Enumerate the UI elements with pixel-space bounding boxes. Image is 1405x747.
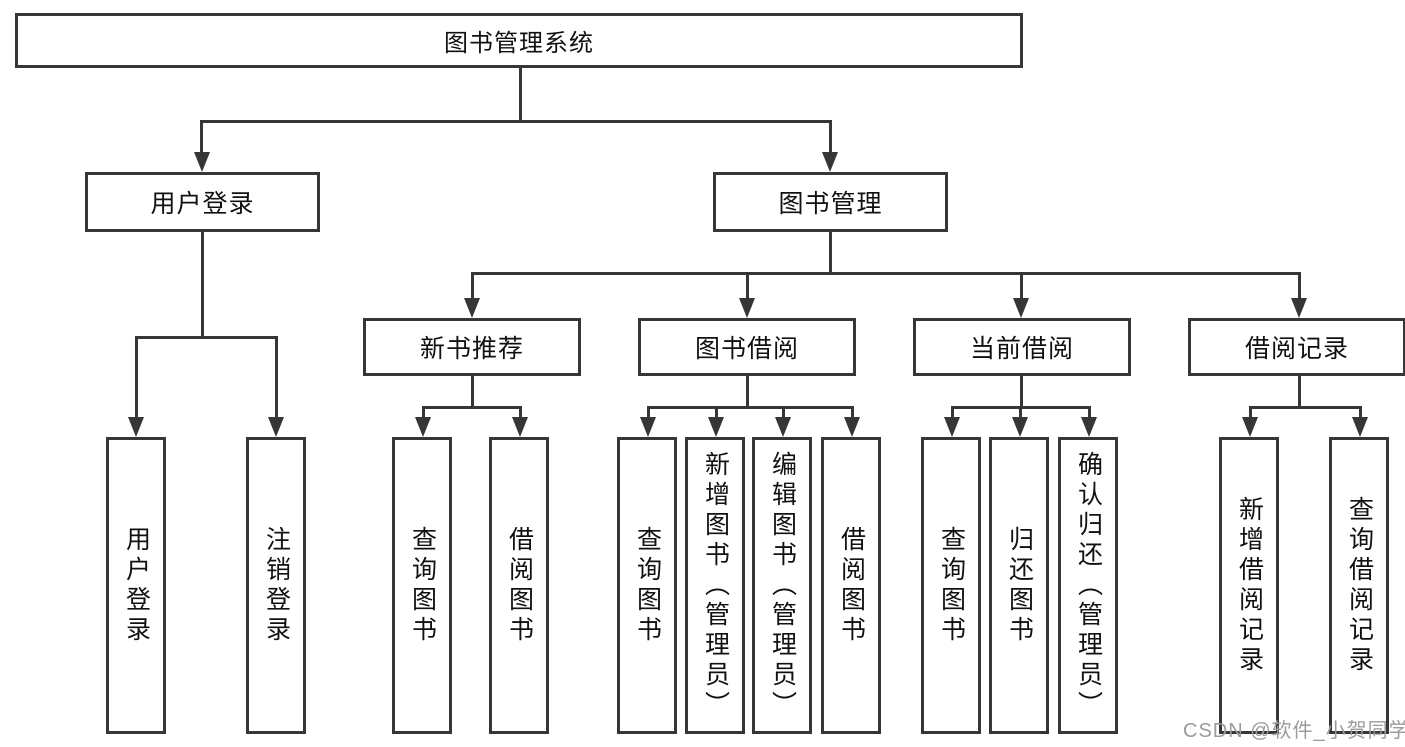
- connector-line: [200, 120, 203, 154]
- connector-line: [201, 232, 204, 336]
- node-label: 图书管理系统: [444, 30, 594, 57]
- connector-line: [1088, 406, 1091, 418]
- node-new-book-recommend: 新书推荐: [363, 318, 581, 376]
- arrowhead-down-icon: [640, 417, 656, 437]
- arrowhead-down-icon: [1242, 417, 1258, 437]
- connector-line: [746, 376, 749, 406]
- arrowhead-down-icon: [944, 417, 960, 437]
- arrowhead-down-icon: [1013, 298, 1029, 318]
- arrowhead-down-icon: [194, 152, 210, 172]
- leaf-query-borrow-record: 查询借阅记录: [1329, 437, 1389, 734]
- arrowhead-down-icon: [1081, 417, 1097, 437]
- node-label: 归还图书: [1005, 525, 1034, 646]
- connector-line: [422, 406, 425, 418]
- leaf-query-books-borrow: 查询图书: [617, 437, 677, 734]
- node-root-system: 图书管理系统: [15, 13, 1023, 68]
- connector-line: [471, 272, 474, 299]
- node-label: 查询借阅记录: [1345, 495, 1374, 676]
- node-label: 借阅记录: [1244, 335, 1349, 363]
- connector-line: [851, 406, 854, 418]
- node-label: 确认归还（管理员）: [1074, 450, 1103, 721]
- connector-line: [647, 406, 854, 409]
- arrowhead-down-icon: [708, 417, 724, 437]
- connector-line: [422, 406, 522, 409]
- connector-line: [1359, 406, 1362, 418]
- connector-line: [1020, 272, 1023, 299]
- leaf-query-books-recommend: 查询图书: [392, 437, 452, 734]
- connector-line: [1298, 376, 1301, 406]
- node-label: 新增借阅记录: [1235, 495, 1264, 676]
- node-user-login: 用户登录: [85, 172, 320, 232]
- leaf-return-books: 归还图书: [989, 437, 1049, 734]
- node-book-borrow: 图书借阅: [638, 318, 856, 376]
- node-label: 查询图书: [633, 525, 662, 646]
- connector-line: [1249, 406, 1362, 409]
- node-label: 用户登录: [122, 525, 151, 646]
- leaf-query-books-current: 查询图书: [921, 437, 981, 734]
- leaf-user-login: 用户登录: [106, 437, 166, 734]
- leaf-logout: 注销登录: [246, 437, 306, 734]
- connector-line: [200, 120, 832, 123]
- connector-line: [135, 336, 138, 418]
- connector-line: [519, 406, 522, 418]
- connector-line: [1298, 272, 1301, 299]
- node-label: 用户登录: [150, 190, 255, 218]
- node-label: 新书推荐: [419, 335, 524, 363]
- arrowhead-down-icon: [739, 298, 755, 318]
- connector-line: [275, 336, 278, 418]
- arrowhead-down-icon: [512, 417, 528, 437]
- leaf-edit-books-admin: 编辑图书（管理员）: [752, 437, 812, 734]
- leaf-add-books-admin: 新增图书（管理员）: [685, 437, 745, 734]
- connector-line: [951, 406, 954, 418]
- connector-line: [746, 272, 749, 299]
- node-label: 借阅图书: [505, 525, 534, 646]
- connector-line: [471, 376, 474, 406]
- arrowhead-down-icon: [464, 298, 480, 318]
- arrowhead-down-icon: [822, 152, 838, 172]
- connector-line: [829, 232, 832, 272]
- connector-line: [1019, 406, 1022, 418]
- node-current-borrow: 当前借阅: [913, 318, 1131, 376]
- arrowhead-down-icon: [415, 417, 431, 437]
- node-label: 编辑图书（管理员）: [768, 450, 797, 721]
- connector-line: [829, 120, 832, 154]
- leaf-add-borrow-record: 新增借阅记录: [1219, 437, 1279, 734]
- connector-line: [782, 406, 785, 418]
- arrowhead-down-icon: [844, 417, 860, 437]
- arrowhead-down-icon: [1352, 417, 1368, 437]
- connector-line: [1249, 406, 1252, 418]
- arrowhead-down-icon: [268, 417, 284, 437]
- arrowhead-down-icon: [1291, 298, 1307, 318]
- node-label: 借阅图书: [837, 525, 866, 646]
- node-label: 查询图书: [408, 525, 437, 646]
- connector-line: [519, 68, 522, 120]
- leaf-borrow-books-recommend: 借阅图书: [489, 437, 549, 734]
- node-label: 注销登录: [262, 525, 291, 646]
- node-label: 当前借阅: [969, 335, 1074, 363]
- leaf-confirm-return-admin: 确认归还（管理员）: [1058, 437, 1118, 734]
- node-label: 新增图书（管理员）: [701, 450, 730, 721]
- node-label: 图书管理: [778, 190, 883, 218]
- arrowhead-down-icon: [128, 417, 144, 437]
- csdn-watermark: CSDN @软件_小贺同学: [1183, 720, 1405, 742]
- arrowhead-down-icon: [775, 417, 791, 437]
- connector-line: [471, 272, 1301, 275]
- node-borrow-records: 借阅记录: [1188, 318, 1405, 376]
- connector-line: [135, 336, 278, 339]
- leaf-borrow-books: 借阅图书: [821, 437, 881, 734]
- node-label: 图书借阅: [694, 335, 799, 363]
- node-book-management: 图书管理: [713, 172, 948, 232]
- arrowhead-down-icon: [1012, 417, 1028, 437]
- node-label: 查询图书: [937, 525, 966, 646]
- connector-line: [647, 406, 650, 418]
- connector-line: [1020, 376, 1023, 406]
- connector-line: [715, 406, 718, 418]
